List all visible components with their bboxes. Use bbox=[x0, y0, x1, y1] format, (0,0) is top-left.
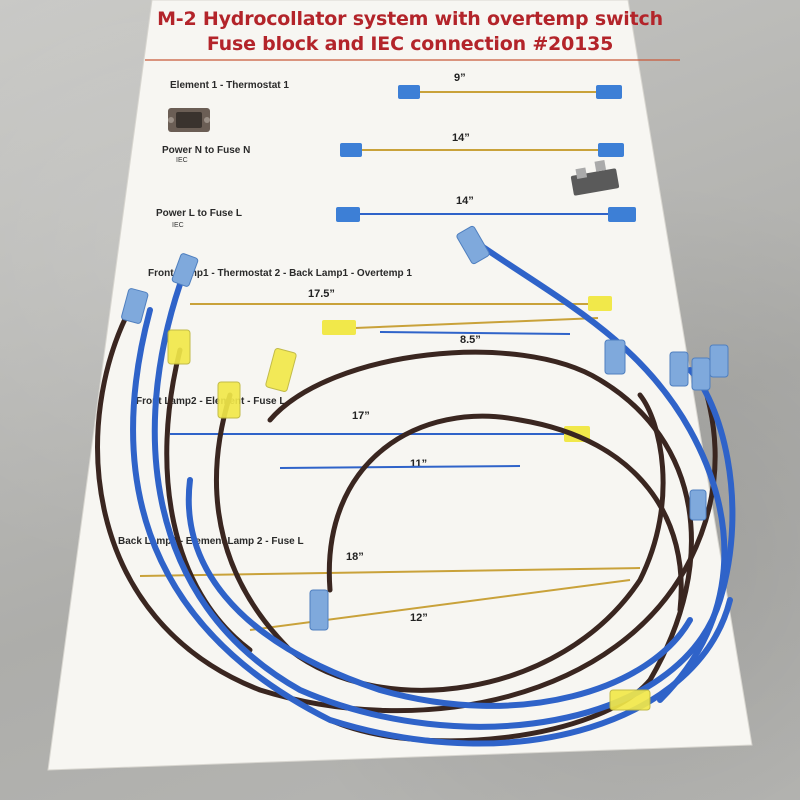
row-sub-power-l: IEC bbox=[172, 222, 184, 229]
blue-terminal-7 bbox=[709, 344, 729, 378]
length-14in-n: 14” bbox=[452, 132, 470, 144]
blue-wire-3 bbox=[477, 242, 728, 703]
row-label-front-lamp1: Front Lamp1 - Thermostat 2 - Back Lamp1 … bbox=[148, 268, 412, 279]
yellow-terminal-2 bbox=[217, 381, 241, 419]
row-label-front-lamp2: Front Lamp2 - Element - Fuse L bbox=[136, 396, 286, 407]
brown-wire-3 bbox=[267, 349, 694, 744]
length-17in: 17” bbox=[352, 410, 370, 422]
blue-wire-1 bbox=[151, 267, 736, 730]
diagram-wire-18in bbox=[139, 567, 641, 577]
diagram-wire-9in bbox=[398, 85, 622, 99]
yellow-terminal-3 bbox=[265, 348, 297, 392]
blue-terminal-2 bbox=[121, 288, 149, 324]
blue-terminal-1 bbox=[171, 253, 199, 287]
blue-terminal-5 bbox=[669, 351, 689, 387]
diagram-wire-14in-l bbox=[336, 207, 636, 222]
blue-terminal-4 bbox=[604, 339, 626, 375]
row-sub-power-n: IEC bbox=[176, 157, 188, 164]
length-18in: 18” bbox=[346, 551, 364, 563]
diagram-wire-14in-n bbox=[340, 143, 624, 157]
yellow-terminal-1 bbox=[167, 329, 191, 365]
diagram-wire-17-5in bbox=[190, 296, 612, 311]
fuse-block-component bbox=[570, 160, 620, 196]
blue-terminal-9 bbox=[689, 489, 707, 521]
blue-terminal-8 bbox=[309, 589, 329, 631]
blue-terminal-3 bbox=[456, 225, 490, 265]
brown-wire-2 bbox=[213, 392, 666, 693]
length-17-5in: 17.5” bbox=[308, 288, 335, 300]
brown-wire-1 bbox=[95, 302, 718, 714]
row-label-power-n: Power N to Fuse N bbox=[162, 145, 251, 156]
sheet-subtitle: Fuse block and IEC connection #20135 bbox=[206, 33, 614, 55]
yellow-terminal-4 bbox=[609, 689, 651, 711]
blue-wire-2 bbox=[130, 307, 733, 747]
row-label-power-l: Power L to Fuse L bbox=[156, 208, 242, 219]
brown-wire-4 bbox=[326, 413, 684, 613]
sheet-title: M-2 Hydrocollator system with overtemp s… bbox=[157, 8, 663, 30]
thermostat-component bbox=[168, 108, 210, 132]
length-14in-l: 14” bbox=[456, 195, 474, 207]
blue-terminal-6 bbox=[691, 357, 711, 391]
blue-wire-4 bbox=[185, 477, 693, 709]
row-label-back-lamp2: Back Lamp2 - Element Lamp 2 - Fuse L bbox=[118, 536, 304, 547]
diagram-wire-8-5in bbox=[322, 317, 599, 335]
row-label-element1: Element 1 - Thermostat 1 bbox=[170, 80, 289, 91]
length-12in: 12” bbox=[410, 612, 428, 624]
length-9in: 9” bbox=[454, 72, 466, 84]
length-8-5in: 8.5” bbox=[460, 334, 481, 346]
diagram-wire-11in bbox=[279, 465, 521, 469]
